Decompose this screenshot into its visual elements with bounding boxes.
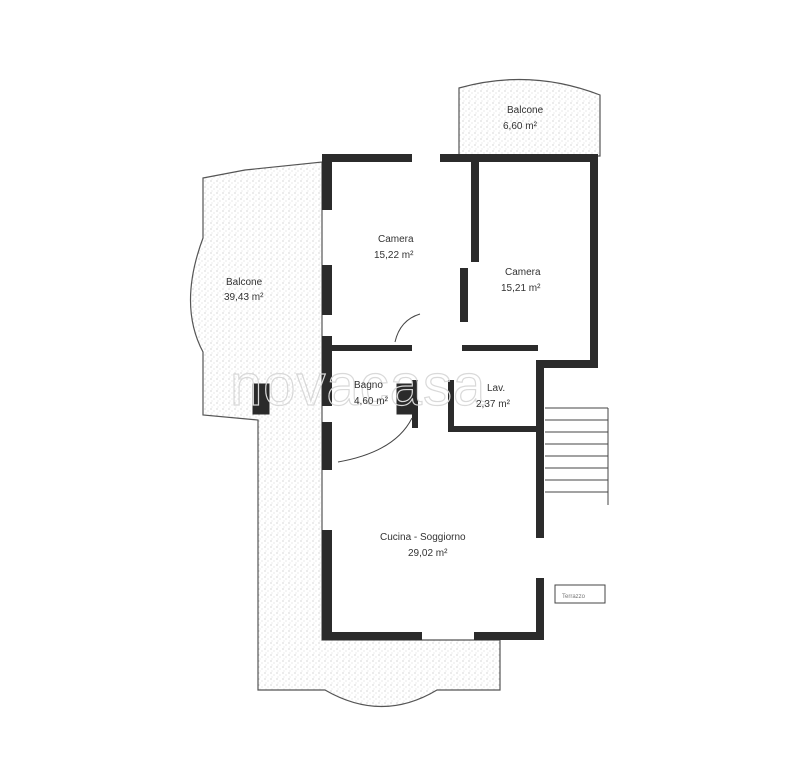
balcone-top-label: Balcone (507, 105, 544, 116)
balcone-left-area (189, 161, 501, 708)
camera-1-label: Camera (378, 234, 414, 245)
watermark: novacasa (230, 353, 486, 418)
door-swing-bagno (337, 417, 413, 463)
balcone-left-label: Balcone (226, 277, 263, 288)
cucina-label: Cucina - Soggiorno (380, 532, 466, 543)
step-dim: Terrazzo (562, 594, 586, 600)
balcone-left-area-text: 39,43 m² (224, 292, 264, 303)
door-swing-camera (394, 313, 421, 343)
lav-label: Lav. (487, 383, 505, 394)
camera-2-label: Camera (505, 267, 541, 278)
stairs (545, 407, 609, 505)
camera-1-area-text: 15,22 m² (374, 250, 414, 261)
lav-area-text: 2,37 m² (476, 399, 511, 410)
balcone-top-area-text: 6,60 m² (503, 121, 538, 132)
terrace-step (554, 584, 606, 604)
bagno-label: Bagno (354, 380, 383, 391)
balcone-top-area (458, 78, 601, 157)
bagno-area-text: 4,60 m² (354, 396, 389, 407)
cucina-area-text: 29,02 m² (408, 548, 448, 559)
camera-2-area-text: 15,21 m² (501, 283, 541, 294)
walls (252, 154, 598, 640)
